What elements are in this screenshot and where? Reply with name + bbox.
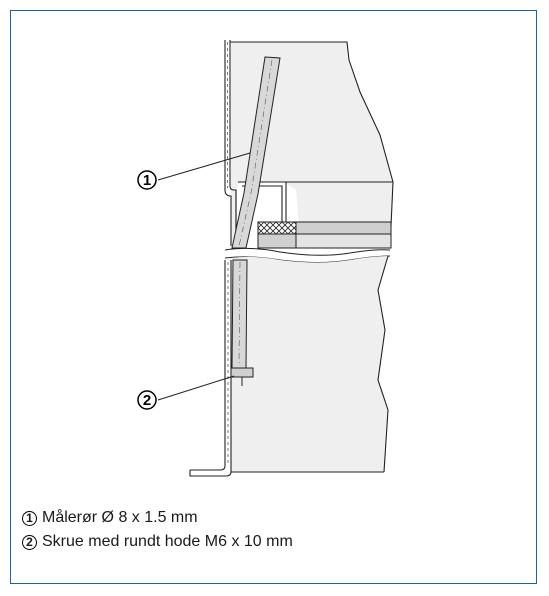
svg-text:2: 2 [143, 392, 151, 409]
legend-number-1: 1 [22, 510, 37, 526]
legend-number-2: 2 [22, 534, 37, 550]
lower-housing-contour [377, 255, 389, 473]
svg-text:1: 1 [143, 172, 151, 189]
gasket-base [257, 233, 297, 249]
legend-text-1: Målerør Ø 8 x 1.5 mm [42, 509, 198, 526]
tube-centerline-lower [238, 261, 241, 367]
upper-wall [224, 40, 237, 246]
legend-text-2: Skrue med rundt hode M6 x 10 mm [42, 533, 293, 550]
lower-housing [231, 256, 388, 472]
leader-line-1 [157, 152, 251, 181]
mounting-plate [295, 221, 392, 235]
callout-2: 2 [137, 390, 157, 410]
legend: 1 Målerør Ø 8 x 1.5 mm 2 Skrue med rundt… [22, 506, 522, 554]
legend-item-1: 1 Målerør Ø 8 x 1.5 mm [22, 506, 522, 530]
break-line-upper [224, 247, 391, 256]
tube-centerline-upper [238, 59, 273, 247]
mounting-plate-lower [295, 233, 392, 249]
legend-item-2: 2 Skrue med rundt hode M6 x 10 mm [22, 530, 522, 554]
screw-head [230, 367, 254, 378]
leader-line-2 [157, 375, 235, 401]
gasket [257, 221, 297, 235]
callout-1: 1 [137, 170, 157, 190]
lower-wall [189, 260, 232, 477]
